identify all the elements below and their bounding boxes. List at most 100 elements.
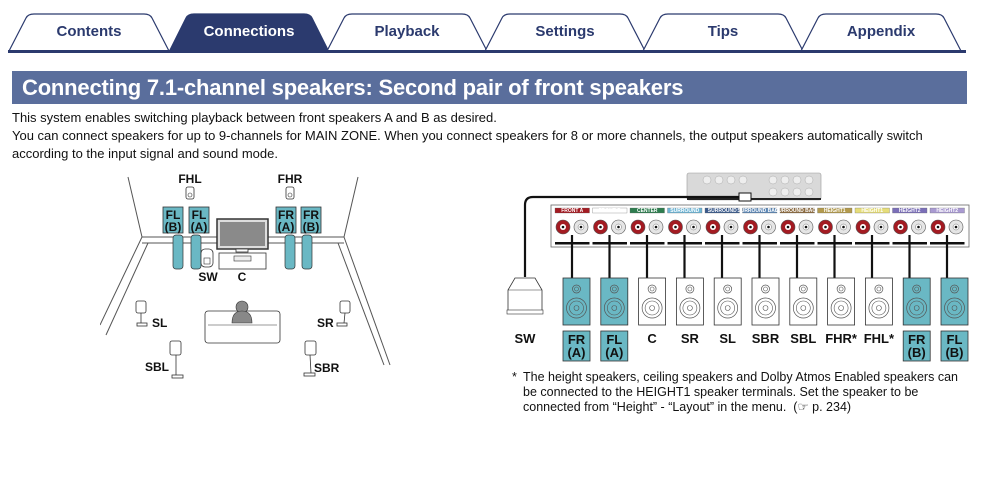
speaker-item: FL(A) — [600, 277, 629, 362]
speaker-label: FHR* — [825, 331, 858, 346]
svg-text:FR: FR — [278, 208, 294, 222]
tab-label: Tips — [707, 23, 739, 40]
footnote-asterisk: * — [512, 370, 517, 384]
fl-b-badge: FL (B) — [162, 206, 184, 234]
terminal-group-label: FRONT A — [561, 208, 583, 214]
tab-connections[interactable]: Connections — [168, 13, 330, 52]
tab-contents[interactable]: Contents — [8, 13, 170, 52]
fhr-speaker-icon — [285, 186, 295, 200]
speaker-item: FR(A) — [562, 277, 591, 362]
page-ref-link[interactable]: (☞ p. 234) — [789, 400, 852, 414]
tab-playback[interactable]: Playback — [326, 13, 488, 52]
tower-speaker-icons — [172, 234, 313, 270]
bookshelf-speaker-icon — [751, 277, 780, 326]
speaker-item: FR(B) — [902, 277, 931, 362]
terminal-pair: HEIGHT1 — [817, 207, 853, 245]
page-title-bar: Connecting 7.1-channel speakers: Second … — [12, 71, 967, 104]
tab-label: Contents — [56, 23, 122, 40]
tab-label: Connections — [203, 23, 295, 40]
intro-text: This system enables switching playback b… — [12, 109, 972, 163]
speaker-label: SL — [719, 331, 736, 346]
input-panel-icon — [686, 172, 822, 201]
sl-label: SL — [152, 316, 167, 330]
bookshelf-speaker-icon — [940, 277, 969, 326]
speaker-label: C — [647, 331, 657, 346]
terminal-pair: SURROUND BACK — [737, 207, 782, 245]
tab-label: Appendix — [846, 23, 916, 40]
sbr-speaker-icon — [303, 340, 317, 377]
fl-a-badge: FL (A) — [188, 206, 210, 234]
footnote-text: The height speakers, ceiling speakers an… — [523, 370, 958, 414]
speaker-item: SBL — [789, 277, 818, 346]
terminal-group-label: FRONT B — [599, 208, 622, 214]
svg-text:(A): (A) — [191, 220, 208, 234]
sw-label: SW — [198, 270, 218, 284]
speaker-badge — [562, 330, 591, 362]
speaker-label-sub: (A) — [605, 345, 623, 360]
terminal-group-label: SURROUND BACK — [775, 208, 820, 214]
speaker-badge — [600, 330, 629, 362]
tab-bar: Contents Connections Playback Settings T… — [8, 13, 966, 53]
bookshelf-speaker-icon — [562, 277, 591, 326]
fhr-label: FHR — [278, 172, 303, 186]
speaker-label: FR — [568, 332, 586, 347]
svg-text:FR: FR — [303, 208, 319, 222]
fr-b-badge: FR (B) — [300, 206, 322, 234]
tab-baseline — [8, 50, 966, 53]
page-title: Connecting 7.1-channel speakers: Second … — [22, 75, 684, 100]
speaker-label: SW — [515, 331, 537, 346]
fhl-speaker-icon — [185, 186, 195, 200]
sl-speaker-icon — [135, 300, 148, 327]
speaker-label: SBL — [790, 331, 816, 346]
intro-paragraph-2: You can connect speakers for up to 9-cha… — [12, 128, 923, 161]
speaker-label-sub: (A) — [567, 345, 585, 360]
terminal-group-label: HEIGHT2 — [936, 208, 958, 214]
tab-appendix[interactable]: Appendix — [800, 13, 962, 52]
bookshelf-speaker-icon — [713, 277, 742, 326]
bookshelf-speaker-icon — [638, 277, 667, 326]
speaker-item: SBR — [751, 277, 780, 346]
bookshelf-speaker-icon — [600, 277, 629, 326]
tv-icon — [216, 218, 269, 270]
rca-plug-icon — [738, 192, 752, 202]
speaker-cables — [570, 235, 949, 278]
sbl-speaker-icon — [169, 340, 184, 379]
speaker-item: FHR* — [825, 277, 858, 346]
terminal-group-label: HEIGHT1 — [861, 208, 883, 214]
terminal-pair: HEIGHT2 — [929, 207, 965, 245]
bookshelf-speaker-icon — [827, 277, 856, 326]
subwoofer-cable — [523, 195, 743, 277]
subwoofer-icon — [507, 277, 543, 313]
terminal-group-label: SURROUND — [708, 208, 737, 214]
listener-icon — [231, 300, 253, 324]
speaker-item: FL(B) — [940, 277, 969, 362]
room-layout-diagram: FHL FHR FL (B) FL (A) FR (A) FR (B) — [100, 172, 391, 379]
speaker-item: SL — [713, 277, 742, 346]
fr-a-badge: FR (A) — [275, 206, 297, 234]
bookshelf-speaker-icon — [675, 277, 704, 326]
svg-text:(B): (B) — [303, 220, 320, 234]
fhl-label: FHL — [178, 172, 201, 186]
svg-text:(B): (B) — [165, 220, 182, 234]
speaker-badge — [940, 330, 969, 362]
sbl-label: SBL — [145, 360, 169, 374]
sr-label: SR — [317, 316, 334, 330]
sr-speaker-icon — [336, 300, 351, 327]
bookshelf-speaker-icon — [864, 277, 893, 326]
intro-paragraph-1: This system enables switching playback b… — [12, 110, 497, 125]
speaker-item: SR — [675, 277, 704, 346]
tab-tips[interactable]: Tips — [642, 13, 804, 52]
speaker-item: FHL* — [864, 277, 895, 346]
speaker-label: FHL* — [864, 331, 895, 346]
sbr-label: SBR — [314, 361, 340, 375]
speaker-label-sub: (B) — [945, 345, 963, 360]
speaker-label-sub: (B) — [908, 345, 926, 360]
terminal-group-label: SURROUND BACK — [737, 208, 782, 214]
terminal-group-label: HEIGHT2 — [899, 208, 921, 214]
terminal-pair: HEIGHT1 — [854, 207, 890, 245]
hand-pointer-icon: ☞ — [797, 400, 809, 414]
tab-label: Playback — [374, 23, 440, 40]
tab-settings[interactable]: Settings — [484, 13, 646, 52]
